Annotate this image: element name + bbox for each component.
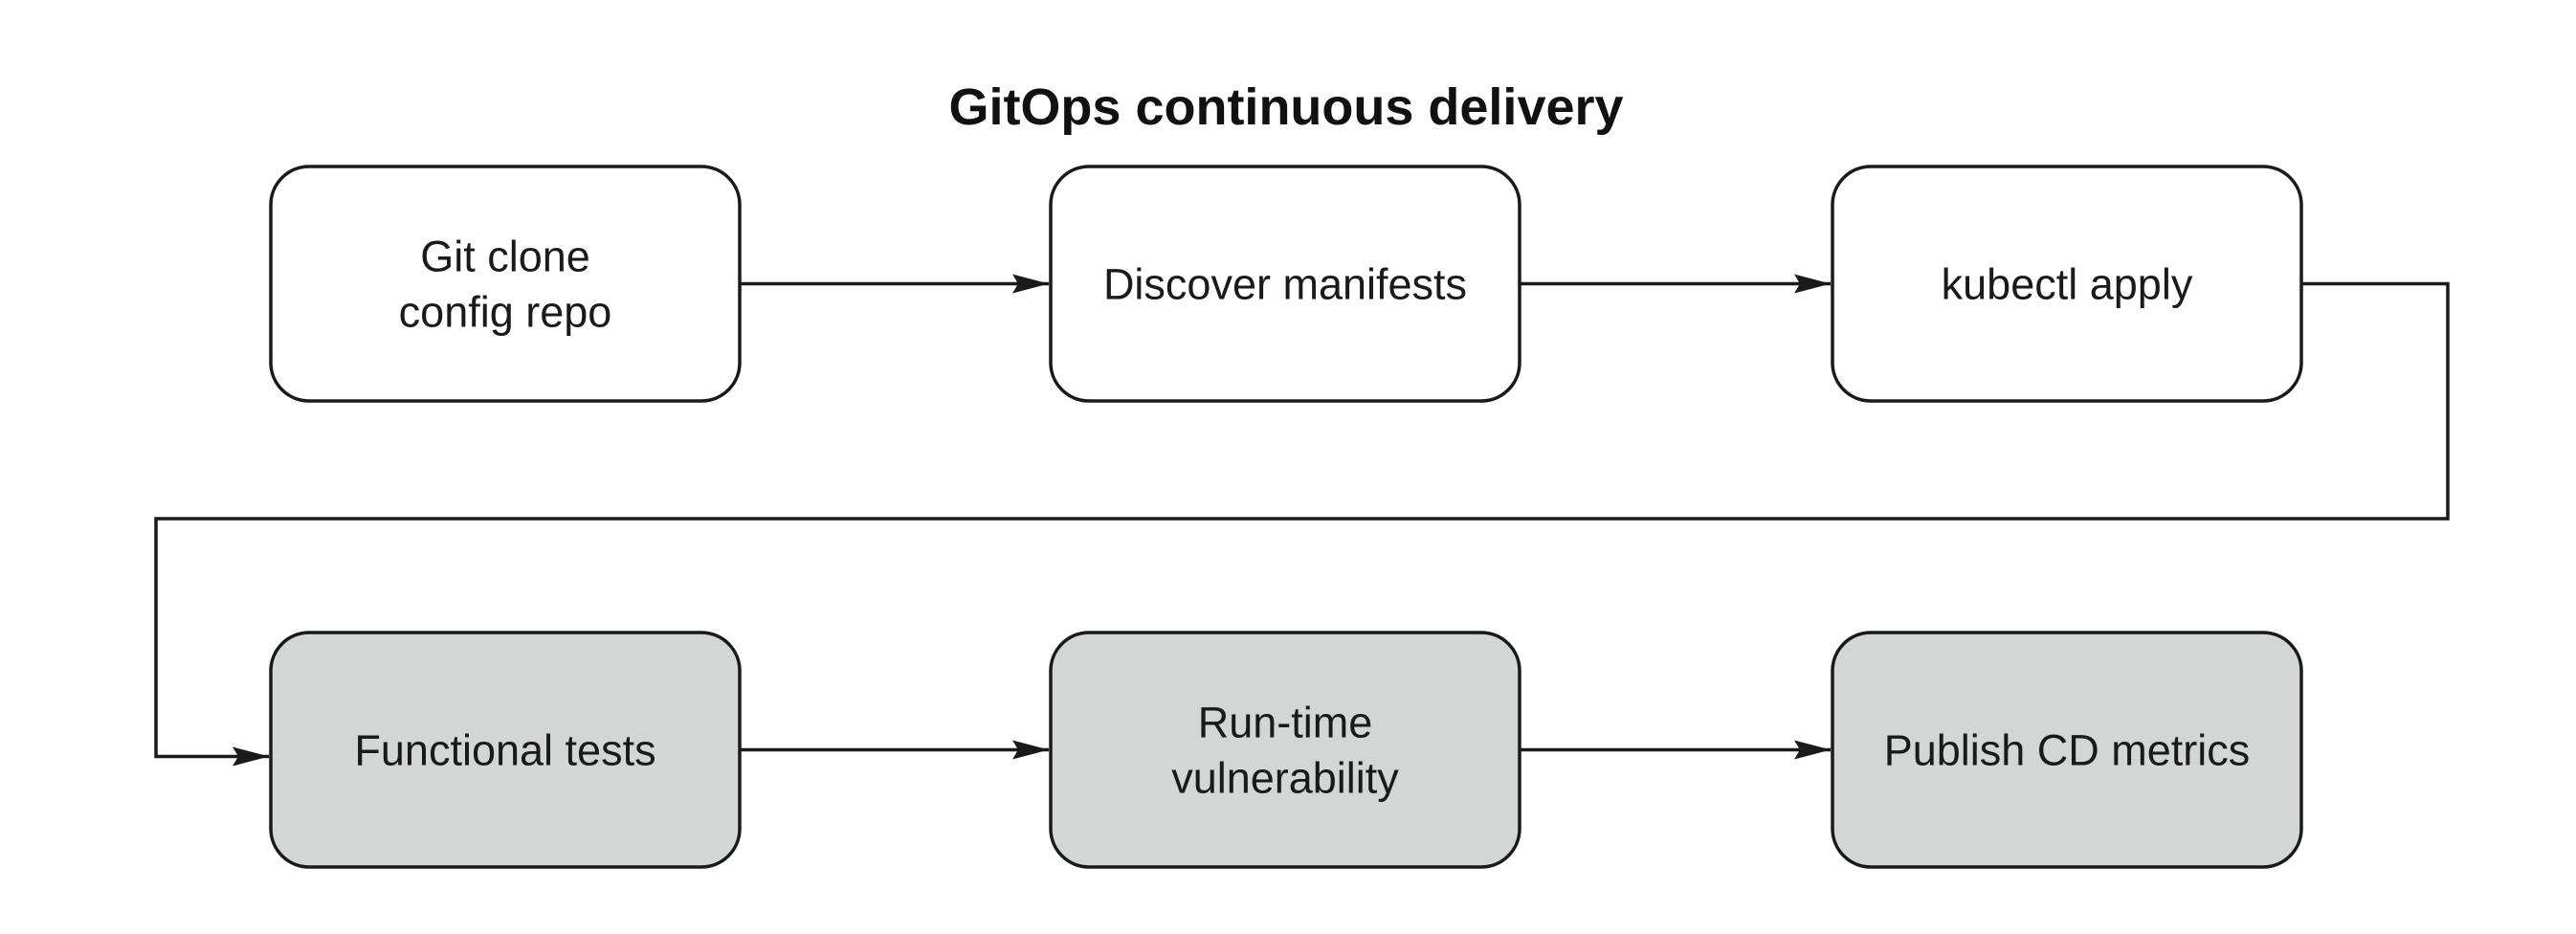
step-functional-tests: Functional tests [269, 631, 742, 869]
step-label: kubectl apply [1942, 259, 2193, 308]
step-label: Git clone [420, 232, 590, 280]
step-run-time-vulnerability: Run-time vulnerability [1049, 631, 1521, 869]
step-discover-manifests: Discover manifests [1049, 165, 1521, 403]
step-git-clone: Git clone config repo [269, 165, 742, 403]
step-label: Publish CD metrics [1884, 725, 2251, 774]
arrow-kubectl-apply-to-functional-tests [154, 281, 2450, 767]
step-box [1049, 631, 1521, 869]
step-label: config repo [399, 287, 612, 336]
step-box [1831, 631, 2303, 869]
step-box [269, 631, 742, 869]
step-box [1049, 165, 1521, 403]
step-box [269, 165, 742, 403]
step-label: Run-time [1198, 698, 1373, 746]
flow-steps: Git clone config repo Discover manifests ku… [269, 165, 2303, 869]
step-kubectl-apply: kubectl apply [1831, 165, 2303, 403]
step-label: vulnerability [1171, 753, 1399, 802]
diagram-title: GitOps continuous delivery [948, 78, 1623, 136]
flow-connectors [154, 274, 2450, 767]
step-publish-cd-metrics: Publish CD metrics [1831, 631, 2303, 869]
step-label: Functional tests [354, 725, 655, 774]
step-label: Discover manifests [1103, 259, 1467, 308]
step-box [1831, 165, 2303, 403]
